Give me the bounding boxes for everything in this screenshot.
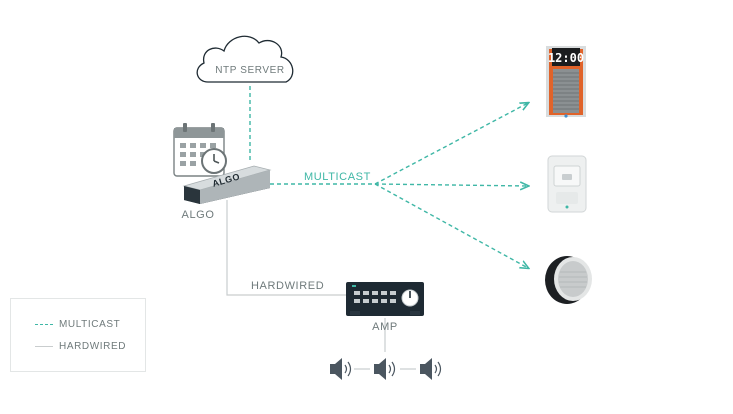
multicast-label: MULTICAST: [304, 171, 371, 183]
hardwired-label: HARDWIRED: [251, 280, 324, 292]
clock-icon: [201, 148, 227, 174]
legend-multicast-label: MULTICAST: [59, 319, 121, 330]
amp-label: AMP: [372, 321, 398, 333]
legend-multicast: MULTICAST: [35, 319, 120, 330]
ceiling-speaker-icon: [545, 256, 592, 304]
algo-label: ALGO: [182, 209, 215, 221]
clock-display-text: 12:00: [548, 51, 584, 65]
amplifier-icon: [346, 282, 424, 316]
hardwired-swatch: [35, 346, 53, 347]
ntp-server-cloud: NTP SERVER: [196, 35, 294, 83]
legend-hardwired: HARDWIRED: [35, 341, 126, 352]
hardwired-links: [226, 200, 416, 370]
algo-device-icon: ALGO: [182, 165, 272, 204]
multicast-links: [249, 86, 528, 268]
speaker-icon: [330, 358, 352, 380]
legend: MULTICAST HARDWIRED: [10, 298, 146, 372]
cloud-icon: [196, 35, 294, 83]
speaker-clock-icon: 12:00: [546, 46, 586, 118]
ntp-server-label: NTP SERVER: [215, 65, 285, 76]
legend-hardwired-label: HARDWIRED: [59, 341, 127, 352]
speaker-icon: [374, 358, 396, 380]
speaker-icon: [420, 358, 442, 380]
strobe-icon: [547, 155, 587, 213]
multicast-swatch: [35, 324, 53, 325]
